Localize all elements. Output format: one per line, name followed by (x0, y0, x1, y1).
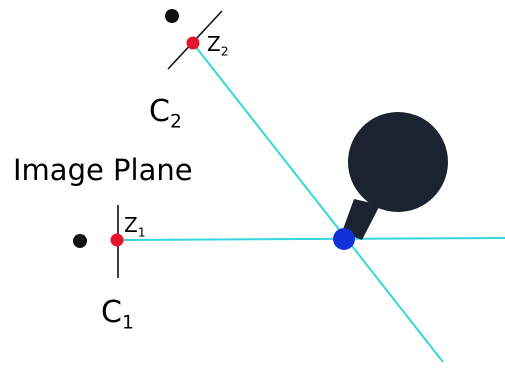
camera-label-c2-sub: 2 (169, 111, 182, 133)
image-plane-label: Image Plane (13, 153, 193, 187)
point-label-z1-main: Z (124, 213, 138, 237)
camera-center-c1 (73, 234, 87, 248)
point-label-z2-main: Z (207, 32, 221, 56)
image-point-z2 (186, 36, 200, 50)
camera-label-c2: C2 (149, 97, 182, 132)
ray-c1 (115, 237, 505, 241)
point-label-z2: Z2 (207, 34, 229, 58)
point-label-z1-sub: 1 (137, 224, 146, 240)
camera-label-c1: C1 (101, 298, 134, 333)
camera-center-c2 (165, 9, 179, 23)
ray-c2 (191, 41, 444, 363)
camera-label-c1-sub: 1 (121, 312, 134, 334)
image-point-z1 (110, 233, 124, 247)
point-label-z1: Z1 (124, 215, 146, 239)
camera-label-c2-main: C (149, 94, 170, 129)
camera-label-c1-main: C (101, 295, 122, 330)
scene-point (333, 228, 355, 250)
point-label-z2-sub: 2 (220, 43, 229, 59)
ball-object (342, 112, 448, 240)
